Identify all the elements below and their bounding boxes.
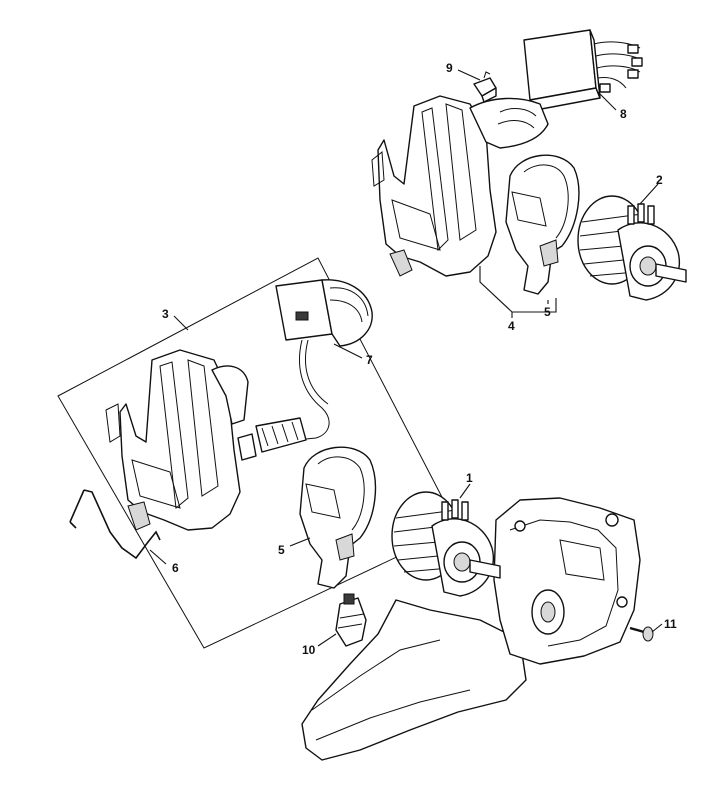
motor-housing-part	[301, 497, 641, 761]
handle-housing-lower-part	[105, 349, 249, 531]
electronic-module-part	[523, 29, 643, 111]
callout-6: 6	[172, 561, 179, 575]
callout-5-upper: 5	[544, 305, 551, 319]
callout-1: 1	[466, 471, 473, 485]
electronic-module-cable-part	[237, 279, 373, 461]
electric-motor-upper-part	[577, 195, 687, 301]
callout-3: 3	[162, 307, 169, 321]
callout-9: 9	[446, 61, 453, 75]
callout-7: 7	[366, 353, 373, 367]
callout-4: 4	[508, 319, 515, 333]
callout-8: 8	[620, 107, 627, 121]
callout-2: 2	[656, 173, 663, 187]
callout-10: 10	[302, 643, 316, 657]
wire-spring-part	[69, 489, 161, 560]
fan-housing-upper-part	[505, 154, 580, 295]
fan-housing-lower-part	[299, 446, 377, 589]
microswitch-part	[473, 71, 497, 103]
callout-11: 11	[664, 617, 677, 631]
handle-housing-upper-part	[371, 95, 549, 277]
switch-assembly-part	[335, 593, 367, 647]
callout-5-lower: 5	[278, 543, 285, 557]
leader-lines	[149, 69, 663, 647]
electric-motor-lower-part	[391, 491, 501, 597]
part-3-kit-box	[57, 257, 459, 649]
screw-part	[629, 626, 654, 642]
